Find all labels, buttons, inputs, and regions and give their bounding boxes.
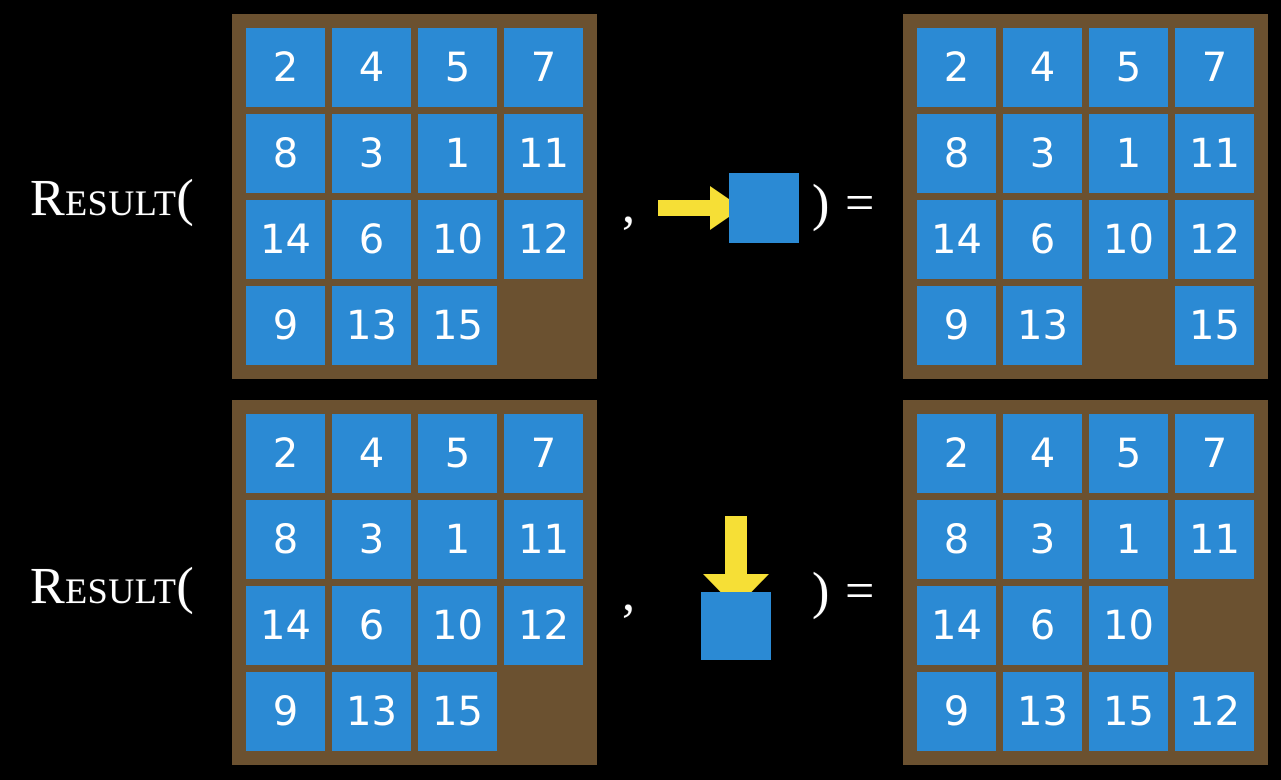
output-row-2-tile[interactable]: 15 xyxy=(1089,672,1168,751)
input-row-1-tile[interactable]: 10 xyxy=(418,200,497,279)
output-row-1-tile[interactable]: 10 xyxy=(1089,200,1168,279)
output-row-1-tile[interactable]: 12 xyxy=(1175,200,1254,279)
input-row-1-tile[interactable]: 1 xyxy=(418,114,497,193)
input-row-1-tile[interactable]: 5 xyxy=(418,28,497,107)
output-row-1-tile[interactable]: 11 xyxy=(1175,114,1254,193)
output-row-2-tile[interactable]: 7 xyxy=(1175,414,1254,493)
argument-separator-row-1: , xyxy=(622,177,635,234)
input-row-2-tile[interactable]: 12 xyxy=(504,586,583,665)
input-row-1-tile[interactable]: 14 xyxy=(246,200,325,279)
output-row-2-tile[interactable]: 12 xyxy=(1175,672,1254,751)
input-row-2-tile[interactable]: 5 xyxy=(418,414,497,493)
input-row-1-tile[interactable]: 7 xyxy=(504,28,583,107)
input-row-1-tile[interactable]: 8 xyxy=(246,114,325,193)
input-row-2-tile[interactable]: 4 xyxy=(332,414,411,493)
argument-separator-row-2: , xyxy=(622,565,635,622)
output-row-2-tile[interactable]: 13 xyxy=(1003,672,1082,751)
output-row-2-tile[interactable]: 3 xyxy=(1003,500,1082,579)
input-row-2-tile[interactable]: 7 xyxy=(504,414,583,493)
move-tile-row-2[interactable] xyxy=(701,592,771,660)
arrow-right-icon xyxy=(658,186,742,230)
input-row-2-tile[interactable]: 9 xyxy=(246,672,325,751)
input-row-1-empty-cell xyxy=(504,286,583,365)
output-row-1-tile[interactable]: 6 xyxy=(1003,200,1082,279)
output-row-1-tile[interactable]: 2 xyxy=(917,28,996,107)
close-paren-row-1: ) xyxy=(812,175,830,232)
output-row-2-tile[interactable]: 5 xyxy=(1089,414,1168,493)
arrow-down-icon xyxy=(703,516,769,608)
result-function-label-row-1: Result( xyxy=(30,170,195,227)
input-row-2-tile[interactable]: 13 xyxy=(332,672,411,751)
input-row-2-tile[interactable]: 1 xyxy=(418,500,497,579)
output-row-1-tile[interactable]: 7 xyxy=(1175,28,1254,107)
output-row-1-tile[interactable]: 15 xyxy=(1175,286,1254,365)
output-row-2-tile[interactable]: 9 xyxy=(917,672,996,751)
output-row-2-empty-cell xyxy=(1175,586,1254,665)
input-row-1-tile[interactable]: 6 xyxy=(332,200,411,279)
move-tile-row-1[interactable] xyxy=(729,173,799,243)
input-row-1-tile[interactable]: 4 xyxy=(332,28,411,107)
output-row-2-tile[interactable]: 8 xyxy=(917,500,996,579)
input-row-1-tile[interactable]: 9 xyxy=(246,286,325,365)
equals-sign-row-2: = xyxy=(845,563,875,620)
input-row-2-tile[interactable]: 2 xyxy=(246,414,325,493)
input-row-1-tile[interactable]: 12 xyxy=(504,200,583,279)
output-row-2-tile[interactable]: 11 xyxy=(1175,500,1254,579)
input-row-1-tile[interactable]: 11 xyxy=(504,114,583,193)
output-row-2-tile[interactable]: 2 xyxy=(917,414,996,493)
output-row-2-tile[interactable]: 6 xyxy=(1003,586,1082,665)
input-row-2-tile[interactable]: 10 xyxy=(418,586,497,665)
output-row-1-tile[interactable]: 14 xyxy=(917,200,996,279)
output-row-1-tile[interactable]: 8 xyxy=(917,114,996,193)
output-row-2-tile[interactable]: 1 xyxy=(1089,500,1168,579)
input-row-1-tile[interactable]: 13 xyxy=(332,286,411,365)
result-function-label-row-2: Result( xyxy=(30,558,195,615)
input-row-2-tile[interactable]: 14 xyxy=(246,586,325,665)
input-row-1-tile[interactable]: 15 xyxy=(418,286,497,365)
output-row-1-empty-cell xyxy=(1089,286,1168,365)
input-row-2-tile[interactable]: 11 xyxy=(504,500,583,579)
close-paren-row-2: ) xyxy=(812,563,830,620)
input-row-2-empty-cell xyxy=(504,672,583,751)
equals-sign-row-1: = xyxy=(845,175,875,232)
output-row-2-tile[interactable]: 14 xyxy=(917,586,996,665)
input-row-1-tile[interactable]: 2 xyxy=(246,28,325,107)
output-row-1-tile[interactable]: 1 xyxy=(1089,114,1168,193)
output-row-1-tile[interactable]: 3 xyxy=(1003,114,1082,193)
output-row-2-tile[interactable]: 4 xyxy=(1003,414,1082,493)
output-row-1-tile[interactable]: 13 xyxy=(1003,286,1082,365)
input-row-2-tile[interactable]: 6 xyxy=(332,586,411,665)
input-row-2-tile[interactable]: 15 xyxy=(418,672,497,751)
input-row-2-tile[interactable]: 3 xyxy=(332,500,411,579)
output-row-1-tile[interactable]: 9 xyxy=(917,286,996,365)
output-row-2-tile[interactable]: 10 xyxy=(1089,586,1168,665)
output-row-1-tile[interactable]: 5 xyxy=(1089,28,1168,107)
input-row-2-tile[interactable]: 8 xyxy=(246,500,325,579)
input-row-1-tile[interactable]: 3 xyxy=(332,114,411,193)
output-row-1-tile[interactable]: 4 xyxy=(1003,28,1082,107)
